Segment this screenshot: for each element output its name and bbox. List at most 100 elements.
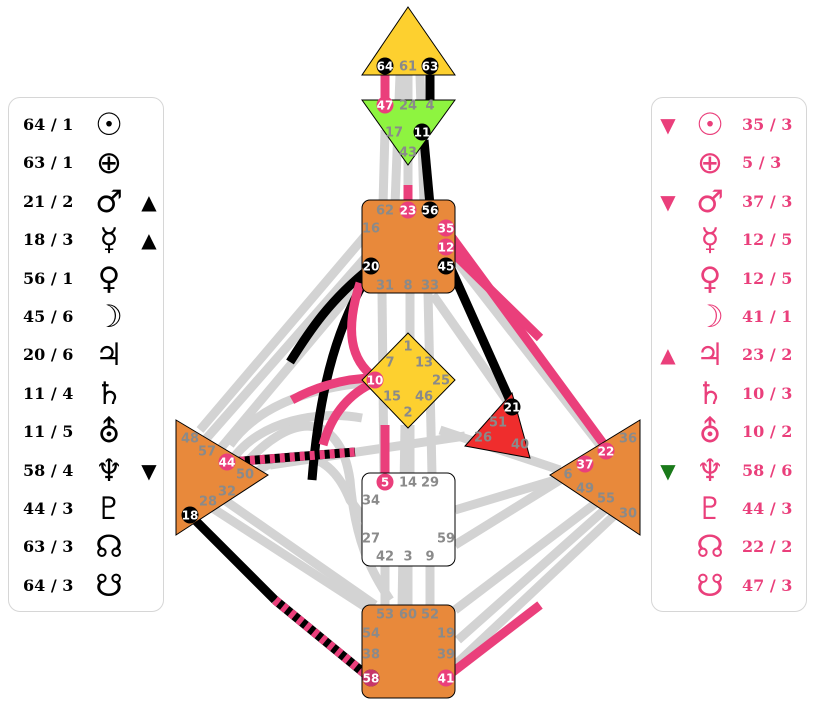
spleen-center xyxy=(175,419,269,536)
personality-row: 44 / 3♇ xyxy=(652,491,808,527)
arrow-down-icon: ▼ xyxy=(660,189,676,214)
design-row: 11 / 5⛢ xyxy=(9,414,165,450)
gate-11-label: 11 xyxy=(414,126,431,140)
design-row: 21 / 2♂▲ xyxy=(9,184,165,220)
gate-10-label: 10 xyxy=(367,374,384,388)
design-row: 63 / 3☊ xyxy=(9,529,165,565)
inactive-channel xyxy=(452,496,603,614)
design-row: 64 / 3☋ xyxy=(9,568,165,604)
g-center xyxy=(361,332,456,429)
gate-18-marker xyxy=(181,506,199,524)
gate-1-label: 1 xyxy=(403,340,412,355)
gate-23-label: 23 xyxy=(400,204,417,218)
mars-icon: ♂ xyxy=(95,183,123,220)
sun-icon: ☉ xyxy=(95,107,123,143)
gate-38-label: 38 xyxy=(362,648,380,663)
gate-36-label: 36 xyxy=(619,432,637,447)
gate-16-label: 16 xyxy=(362,222,380,237)
personality-row: 23 / 2♃▲ xyxy=(652,337,808,373)
gate-56-marker xyxy=(421,201,439,219)
gate-50-label: 50 xyxy=(236,468,254,483)
pluto-icon: ♇ xyxy=(696,491,724,527)
gate-47-label: 47 xyxy=(377,99,394,113)
gate-45-marker xyxy=(437,257,455,275)
gate-14-label: 14 xyxy=(399,476,417,491)
design-row: 63 / 1⊕ xyxy=(9,145,165,181)
design-gate-line: 64 / 1 xyxy=(23,115,74,134)
personality-row: 12 / 5♀ xyxy=(652,261,808,297)
gate-35-marker xyxy=(437,219,455,237)
gate-17-label: 17 xyxy=(385,126,403,141)
gate-15-label: 15 xyxy=(383,390,401,405)
channel-45-21 xyxy=(443,260,517,407)
personality-row: 37 / 3♂▼ xyxy=(652,184,808,220)
personality-gate-line: 5 / 3 xyxy=(742,153,782,173)
gate-21-marker xyxy=(503,398,521,416)
gate-48-label: 48 xyxy=(181,432,199,447)
inactive-channel xyxy=(236,421,394,603)
channel-18-58 xyxy=(186,511,279,604)
personality-gate-line: 12 / 5 xyxy=(742,230,793,250)
gate-60-label: 60 xyxy=(399,608,417,623)
gate-64-marker xyxy=(376,57,394,75)
ajna-center xyxy=(361,99,456,166)
personality-row: 12 / 5☿ xyxy=(652,222,808,258)
gate-25-label: 25 xyxy=(432,374,450,389)
inactive-channel xyxy=(228,410,363,463)
gate-26-label: 26 xyxy=(474,431,492,446)
gate-33-label: 33 xyxy=(421,279,439,294)
inactive-channel xyxy=(201,255,369,443)
gate-12-marker xyxy=(437,238,455,256)
personality-row: 5 / 3⊕ xyxy=(652,145,808,181)
moon-icon: ☽ xyxy=(696,299,724,335)
saturn-icon: ♄ xyxy=(696,375,724,412)
design-row: 64 / 1 ☉ xyxy=(9,107,165,143)
gate-59-label: 59 xyxy=(437,532,455,547)
arrow-down-icon: ▼ xyxy=(660,458,676,483)
gate-52-label: 52 xyxy=(421,608,439,623)
gate-3-label: 3 xyxy=(403,550,412,565)
gate-42-label: 42 xyxy=(376,550,394,565)
mercury-icon: ☿ xyxy=(99,222,119,259)
gate-44-marker xyxy=(218,453,236,471)
channel-44-26-personality xyxy=(229,447,356,467)
personality-gate-line: 10 / 3 xyxy=(742,383,793,403)
design-row: 45 / 6☽ xyxy=(9,299,165,335)
personality-row: 35 / 3☉▼ xyxy=(652,107,808,143)
gate-61-label: 61 xyxy=(399,60,417,75)
design-gate-line: 44 / 3 xyxy=(23,499,74,518)
jupiter-icon: ♃ xyxy=(696,337,724,374)
uranus-icon: ⛢ xyxy=(698,414,722,451)
gate-56-label: 56 xyxy=(422,204,439,218)
gate-58-personality xyxy=(362,669,380,687)
gate-47-marker xyxy=(376,96,394,114)
gate-41-marker xyxy=(437,669,455,687)
design-gate-line: 63 / 1 xyxy=(23,153,74,173)
gate-40-label: 40 xyxy=(511,438,529,453)
personality-gate-line: 10 / 2 xyxy=(742,422,793,442)
gate-10-marker xyxy=(366,371,384,389)
gate-31-label: 31 xyxy=(376,279,394,294)
gate-28-label: 28 xyxy=(199,495,217,510)
personality-row: 47 / 3☋ xyxy=(652,568,808,604)
gate-5-marker xyxy=(376,473,394,491)
inactive-channel xyxy=(378,129,390,206)
design-row: 11 / 4♄ xyxy=(9,376,165,412)
south-node-icon: ☋ xyxy=(696,567,724,604)
saturn-icon: ♄ xyxy=(95,375,123,412)
neptune-icon: ♆ xyxy=(696,452,724,489)
personality-gate-line: 37 / 3 xyxy=(742,191,793,211)
arrow-up-icon: ▲ xyxy=(660,343,676,368)
personality-row: 41 / 1☽ xyxy=(652,299,808,335)
gate-24-label: 24 xyxy=(399,99,417,114)
south-node-icon: ☋ xyxy=(95,567,123,604)
arrow-down-icon: ▼ xyxy=(141,458,157,483)
gate-29-label: 29 xyxy=(421,476,439,491)
gate-51-label: 51 xyxy=(489,416,507,431)
gate-8-label: 8 xyxy=(403,279,412,294)
gate-57-label: 57 xyxy=(198,445,216,460)
channel-41-30 xyxy=(442,601,543,682)
gate-20-marker xyxy=(362,257,380,275)
gate-12-label: 12 xyxy=(438,241,455,255)
